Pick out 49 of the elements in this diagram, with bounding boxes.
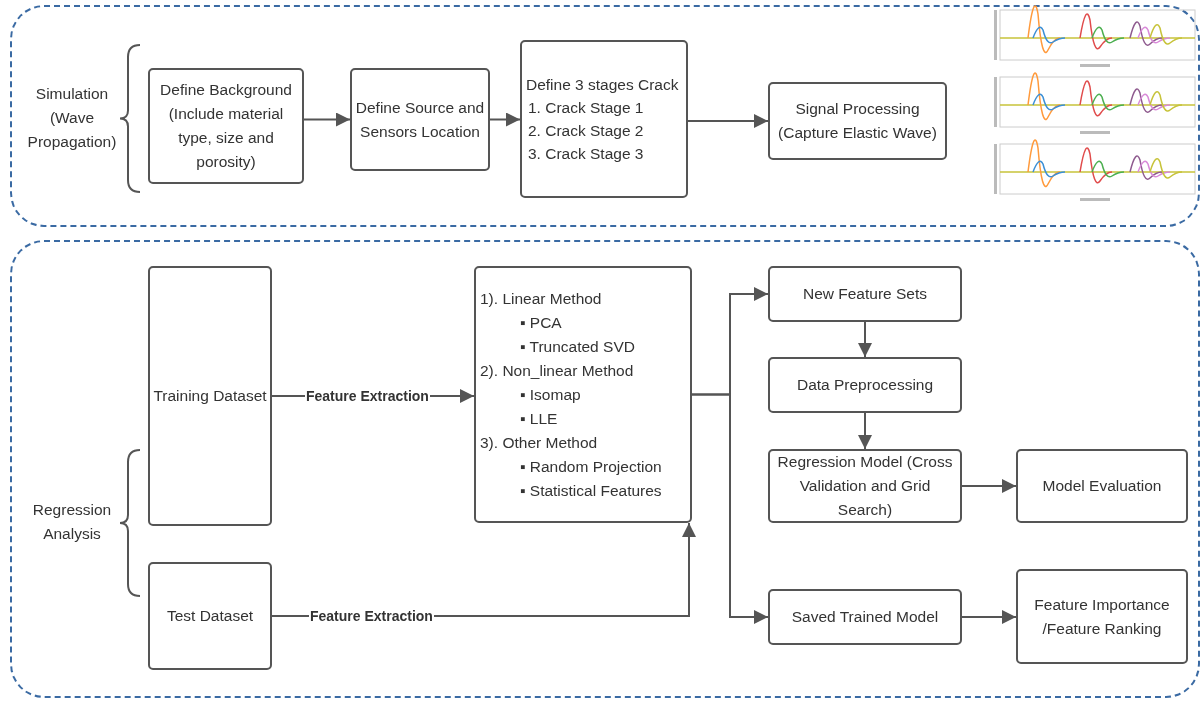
process-box xyxy=(520,40,688,198)
process-box xyxy=(768,357,962,413)
bullet-item: ▪ Statistical Features xyxy=(519,480,662,501)
list-item: 2. Crack Stage 2 xyxy=(527,121,644,141)
arrow xyxy=(489,112,521,127)
list-heading: 2). Non_linear Method xyxy=(480,360,634,381)
bullet-item: ▪ PCA xyxy=(519,312,562,333)
process-box xyxy=(148,68,304,184)
box-label: Regression Model (Cross Validation and Grid Search) xyxy=(776,452,954,520)
list-item: 1. Crack Stage 1 xyxy=(527,98,644,118)
bullet-item: ▪ Isomap xyxy=(519,384,581,405)
arrow xyxy=(858,321,872,358)
group-label: Regression Analysis xyxy=(31,500,113,544)
dashed-group-frame xyxy=(10,240,1200,698)
box-heading: Define 3 stages Crack xyxy=(526,75,679,95)
process-box xyxy=(768,589,962,645)
box-label: Signal Processing (Capture Elastic Wave) xyxy=(777,99,938,143)
process-box xyxy=(148,562,272,670)
process-box xyxy=(768,266,962,322)
arrow xyxy=(691,393,769,624)
dashed-group-frame xyxy=(10,5,1200,227)
bullet-item: ▪ LLE xyxy=(519,408,558,429)
box-label: Data Preprocessing xyxy=(796,375,934,395)
process-box xyxy=(768,82,947,160)
bullet-item: ▪ Random Projection xyxy=(519,456,662,477)
bullet-item: ▪ Truncated SVD xyxy=(519,336,635,357)
process-box xyxy=(148,266,272,526)
box-label: New Feature Sets xyxy=(802,284,928,304)
box-label: Test Dataset xyxy=(166,606,254,626)
box-label: Define Background (Include material type, size and porosity) xyxy=(159,80,293,172)
process-box xyxy=(1016,449,1188,523)
process-box xyxy=(768,449,962,523)
box-label: Define Source and Sensors Location xyxy=(355,97,485,142)
process-box xyxy=(474,266,692,523)
box-label: Feature Importance /Feature Ranking xyxy=(1033,594,1171,639)
list-heading: 1). Linear Method xyxy=(480,288,602,309)
box-label: Saved Trained Model xyxy=(791,607,939,627)
list-heading: 3). Other Method xyxy=(480,432,598,453)
box-label: Training Dataset xyxy=(153,386,267,406)
arrow xyxy=(687,114,769,128)
box-label: Model Evaluation xyxy=(1042,476,1162,496)
arrow xyxy=(303,112,351,127)
group-label: Simulation (Wave Propagation) xyxy=(26,84,118,152)
process-box xyxy=(350,68,490,171)
arrow xyxy=(858,412,872,450)
list-item: 3. Crack Stage 3 xyxy=(527,144,644,164)
process-box xyxy=(1016,569,1188,664)
arrow xyxy=(961,610,1017,624)
arrow xyxy=(961,479,1017,493)
